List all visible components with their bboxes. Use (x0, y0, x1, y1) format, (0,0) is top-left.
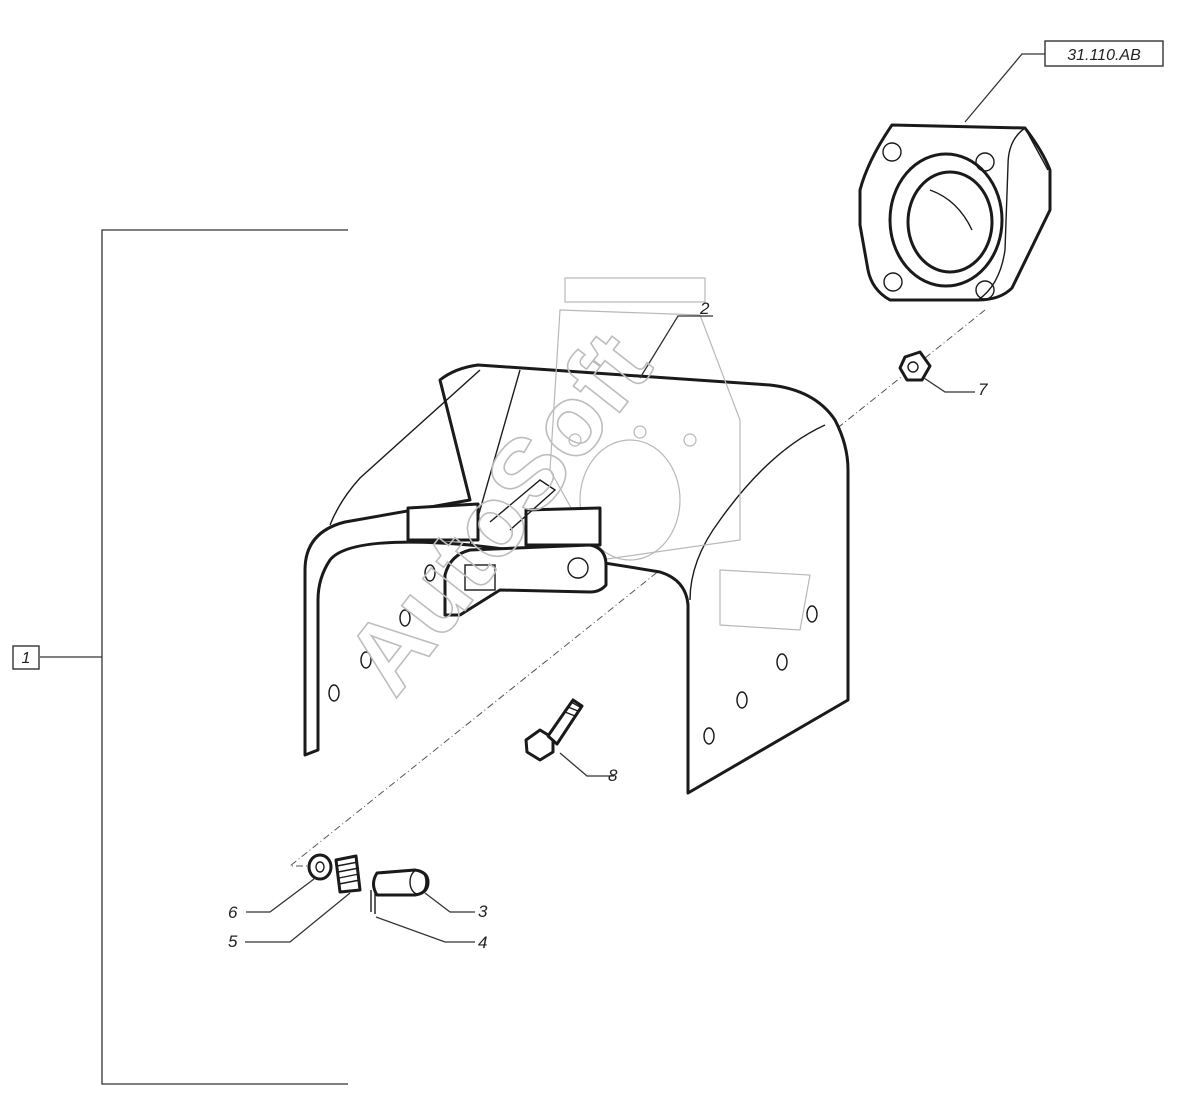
flange-part (858, 123, 1052, 302)
group-ref-label: 1 (22, 650, 31, 667)
callout-5: 5 (228, 932, 238, 951)
callout-2: 2 (699, 299, 710, 318)
cross-ref-label: 31.110.AB (1067, 47, 1141, 64)
group-ref-box[interactable]: 1 (12, 645, 40, 670)
nut-part (898, 350, 932, 382)
spring-part (334, 854, 362, 894)
callout-8: 8 (608, 766, 618, 785)
pin-part (372, 868, 430, 897)
washer-part (307, 853, 333, 881)
cross-ref-box[interactable]: 31.110.AB (964, 40, 1164, 123)
callout-4: 4 (478, 933, 487, 952)
callout-6: 6 (228, 903, 238, 922)
callout-7: 7 (978, 380, 988, 399)
bolt-part (524, 698, 584, 762)
cotter-pin-part (370, 890, 376, 914)
callout-3: 3 (478, 902, 488, 921)
guard-cover-part (303, 277, 850, 795)
assembly-bracket (40, 229, 348, 1085)
